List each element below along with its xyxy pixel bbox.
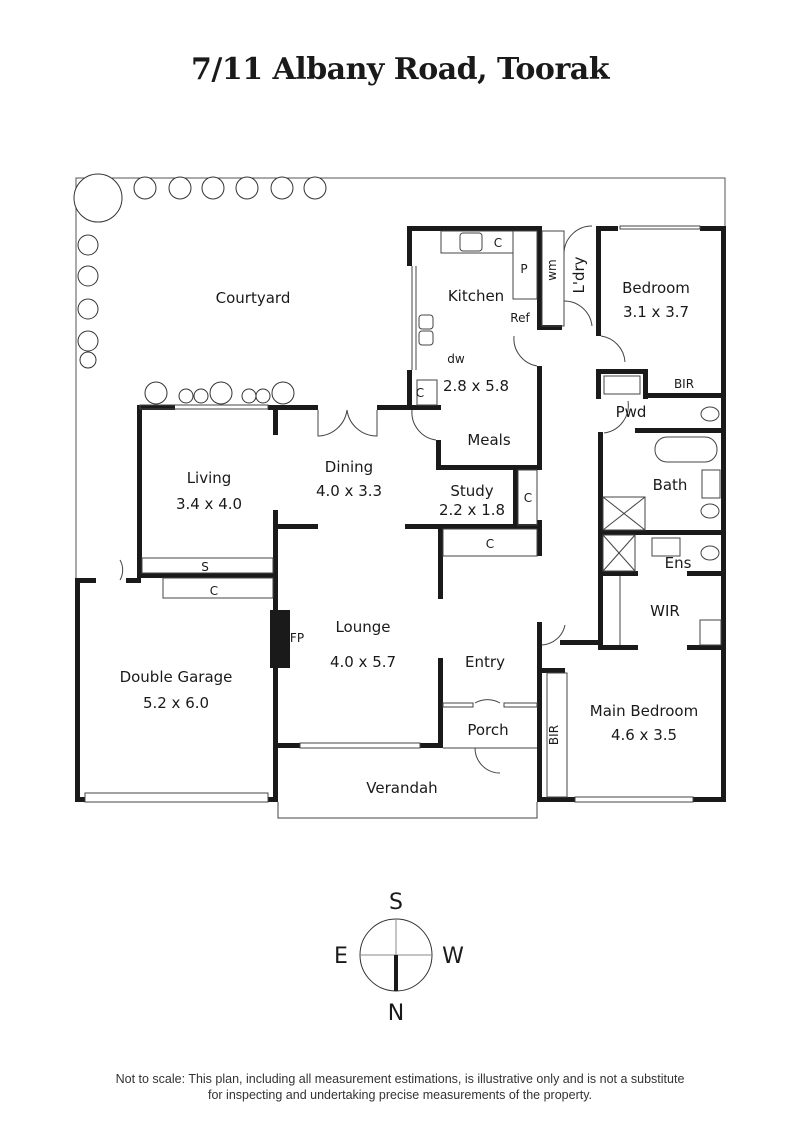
room-size-living: 3.4 x 4.0 — [176, 495, 242, 513]
room-label-porch: Porch — [467, 721, 508, 739]
garden-trees-icon — [73, 173, 327, 405]
room-label-living: Living — [187, 469, 232, 487]
room-label-powder: Pwd — [616, 403, 647, 421]
fixture-cupboard-meals: C — [416, 386, 424, 400]
disclaimer-line-1: Not to scale: This plan, including all m… — [115, 1072, 685, 1086]
courtyard-boundary — [75, 177, 726, 578]
fixture-fireplace: FP — [290, 631, 304, 645]
compass-east: E — [334, 944, 348, 969]
disclaimer: Not to scale: This plan, including all m… — [0, 1071, 800, 1103]
room-label-garage: Double Garage — [120, 668, 233, 686]
room-label-bath: Bath — [653, 476, 688, 494]
walls — [75, 226, 726, 802]
disclaimer-line-2: for inspecting and undertaking precise m… — [207, 1088, 592, 1102]
fixture-pantry: P — [520, 262, 527, 276]
room-label-meals: Meals — [467, 431, 511, 449]
room-size-bedroom: 3.1 x 3.7 — [623, 303, 689, 321]
room-label-ensuite: Ens — [665, 554, 692, 572]
fixture-storage: S — [201, 560, 209, 574]
room-size-dining: 4.0 x 3.3 — [316, 482, 382, 500]
room-label-wir: WIR — [650, 602, 680, 620]
compass-west: W — [442, 944, 464, 969]
room-size-kitchen: 2.8 x 5.8 — [443, 377, 509, 395]
room-label-main-bedroom: Main Bedroom — [590, 702, 698, 720]
room-label-kitchen: Kitchen — [448, 287, 504, 305]
fixtures — [84, 225, 722, 819]
room-label-laundry: L'dry — [570, 256, 588, 293]
fixture-refrigerator: Ref — [510, 311, 530, 325]
room-size-garage: 5.2 x 6.0 — [143, 694, 209, 712]
compass-north: N — [388, 1001, 404, 1026]
compass-south: S — [389, 890, 403, 915]
room-label-verandah: Verandah — [366, 779, 437, 797]
fixture-cupboard-hall: C — [486, 537, 494, 551]
fixture-cupboard-study: C — [524, 491, 532, 505]
room-label-lounge: Lounge — [335, 618, 390, 636]
room-label-bedroom: Bedroom — [622, 279, 690, 297]
fixture-dishwasher: dw — [447, 352, 465, 366]
room-label-dining: Dining — [325, 458, 373, 476]
compass-icon — [359, 918, 433, 992]
fixture-cupboard-kitchen: C — [494, 236, 502, 250]
room-size-study: 2.2 x 1.8 — [439, 501, 505, 519]
page-title: 7/11 Albany Road, Toorak — [191, 52, 609, 87]
room-label-study: Study — [450, 482, 493, 500]
doors — [119, 225, 629, 774]
room-label-entry: Entry — [465, 653, 505, 671]
fixture-bir-main-bedroom: BIR — [547, 725, 561, 745]
room-size-lounge: 4.0 x 5.7 — [330, 653, 396, 671]
fixture-cupboard-garage: C — [210, 584, 218, 598]
room-label-courtyard: Courtyard — [216, 289, 291, 307]
fixture-washing-machine: wm — [545, 259, 559, 281]
room-size-main-bedroom: 4.6 x 3.5 — [611, 726, 677, 744]
fixture-bir-bedroom: BIR — [674, 377, 694, 391]
